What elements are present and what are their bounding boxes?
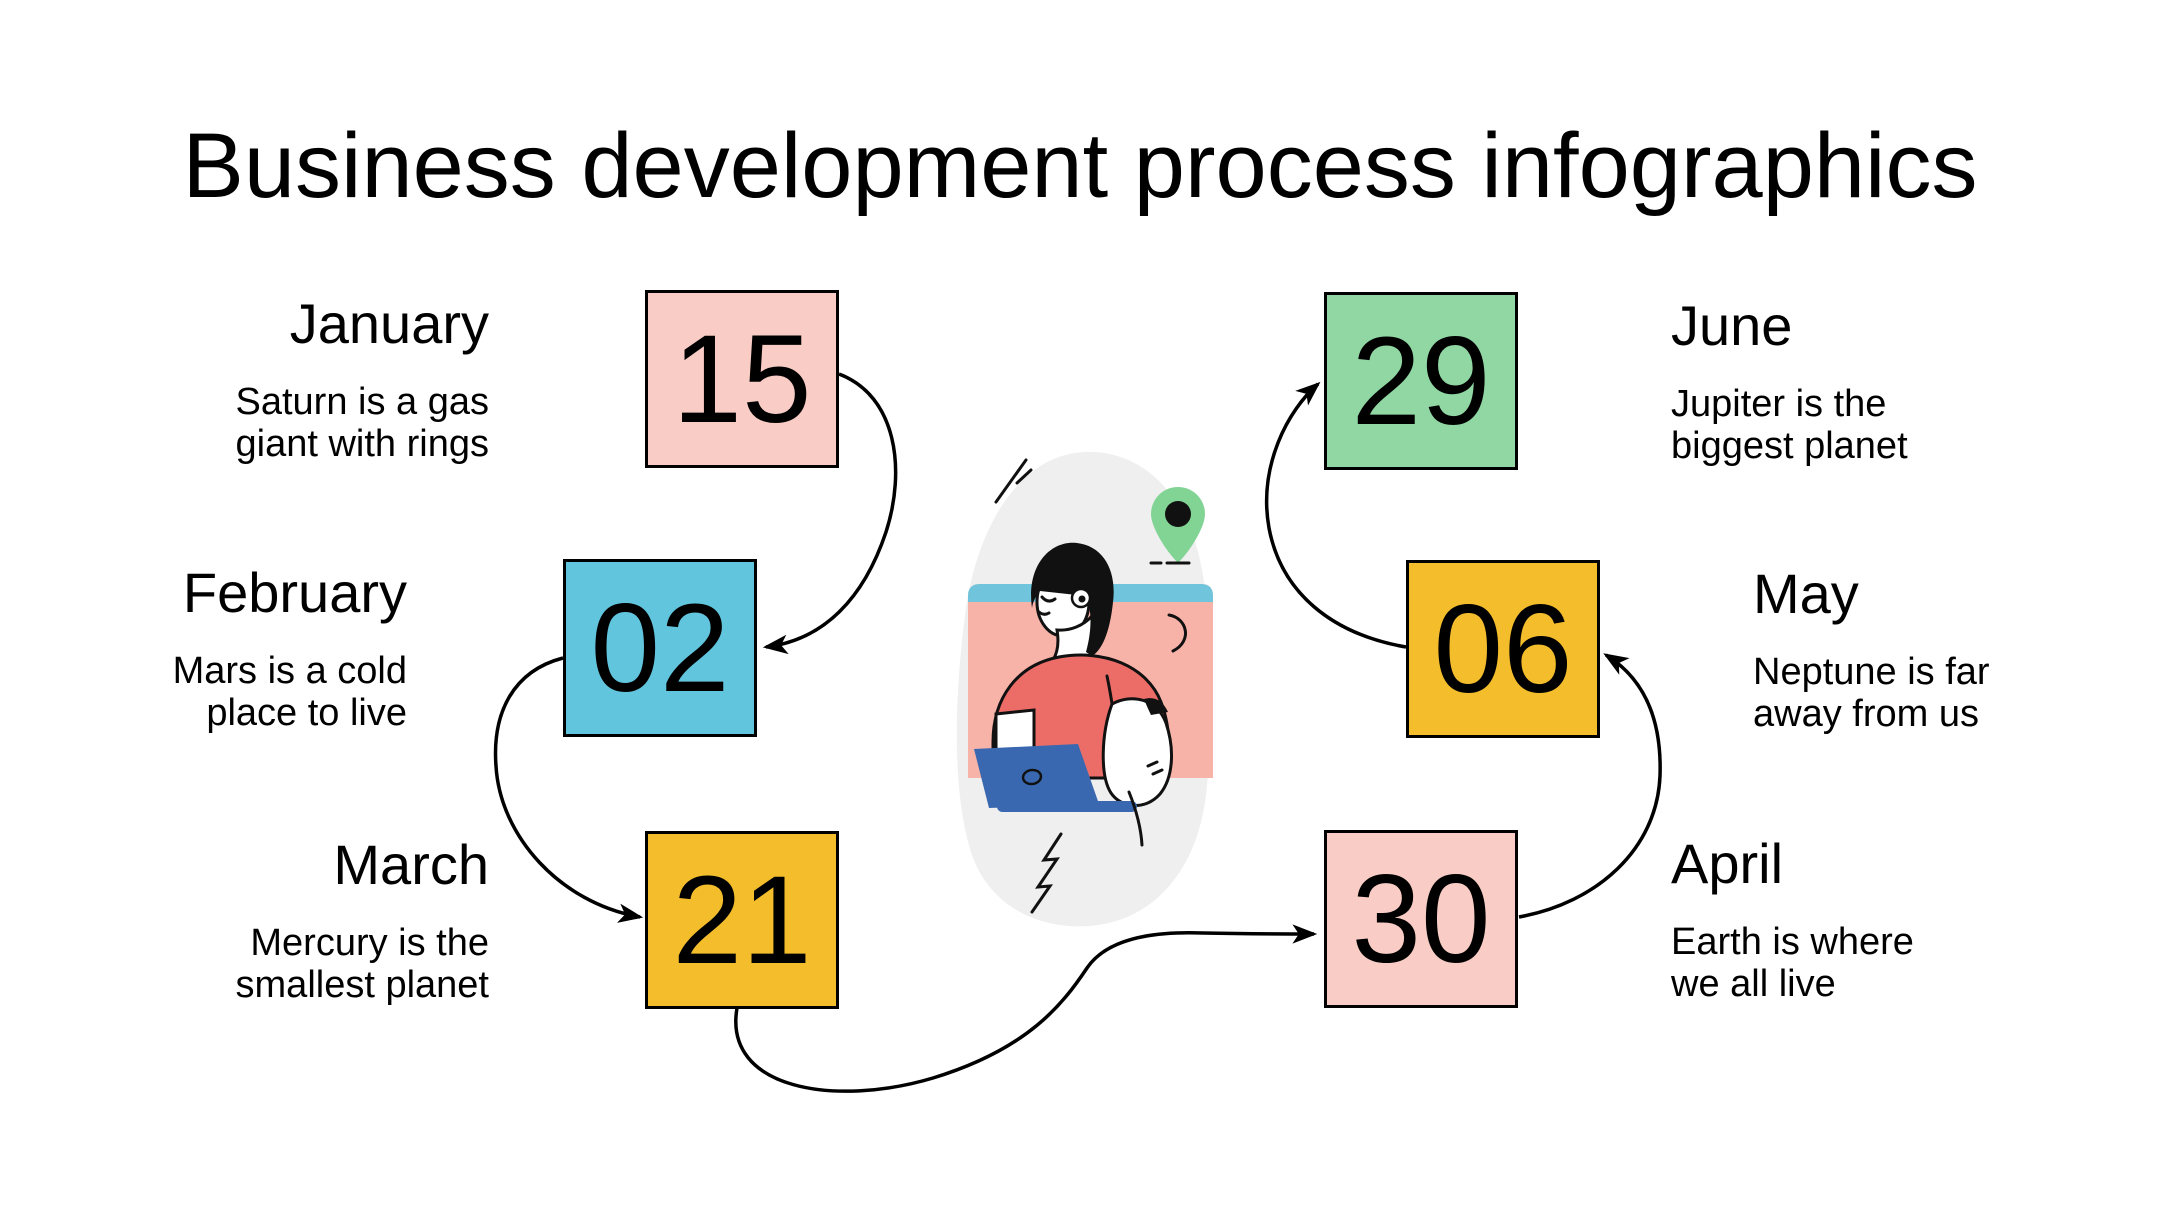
month-description-april: Earth is where we all live [1671,921,1914,1005]
month-label-june: June [1671,294,1793,357]
hair [1031,542,1114,656]
ear-dot [1078,595,1086,603]
location-pin-icon [1149,487,1205,565]
right-forearm [1101,697,1173,808]
ear [1070,587,1092,609]
zigzag-line [1030,832,1063,914]
leg-line [1127,790,1144,847]
arm-detail-lines [1146,760,1164,776]
neck [1050,612,1094,662]
step-label-february: February Mars is a cold place to live [27,561,407,735]
month-label-january: January [289,292,489,355]
laptop-icon [974,744,1137,812]
month-description-january: Saturn is a gas giant with rings [235,381,489,465]
step-label-march: March Mercury is the smallest planet [109,833,489,1007]
day-number: 30 [1351,849,1491,989]
day-box-january: 15 [645,290,839,468]
browser-window [968,584,1213,778]
day-number: 29 [1351,311,1491,451]
day-number: 15 [672,309,812,449]
month-description-may: Neptune is far away from us [1753,651,1990,735]
person [991,542,1173,808]
month-label-february: February [182,561,407,624]
day-number: 06 [1433,579,1573,719]
month-description-june: Jupiter is the biggest planet [1671,383,1908,467]
center-illustration [956,451,1213,927]
background-blob [956,451,1212,927]
speed-lines-icon [994,458,1033,504]
day-box-june: 29 [1324,292,1518,470]
mouth [1037,610,1051,616]
day-number: 02 [590,578,730,718]
day-number: 21 [672,850,812,990]
cuff [1144,698,1168,715]
month-description-february: Mars is a cold place to live [172,650,407,734]
day-box-april: 30 [1324,830,1518,1008]
laptop-base [997,801,1137,812]
day-box-march: 21 [645,831,839,1009]
month-label-april: April [1671,832,1784,895]
step-label-january: January Saturn is a gas giant with rings [109,292,489,466]
step-label-june: June Jupiter is the biggest planet [1671,294,2051,468]
month-description-march: Mercury is the smallest planet [235,922,489,1006]
step-label-april: April Earth is where we all live [1671,832,2051,1006]
laptop-logo [1021,768,1043,786]
shirt [991,653,1171,780]
face [1035,566,1091,638]
month-label-march: March [333,833,489,896]
eye [1040,595,1057,603]
sleeve-seam [1105,674,1120,757]
laptop-screen [974,744,1099,808]
step-label-may: May Neptune is far away from us [1753,562,2133,736]
day-box-may: 06 [1406,560,1600,738]
browser-window-bar [968,584,1213,602]
day-box-february: 02 [563,559,757,737]
browser-window-body [968,584,1213,778]
left-sleeve [994,708,1036,766]
page-title: Business development process infographic… [182,115,1978,217]
month-label-may: May [1753,562,1859,625]
arc-doodle [1167,613,1187,653]
